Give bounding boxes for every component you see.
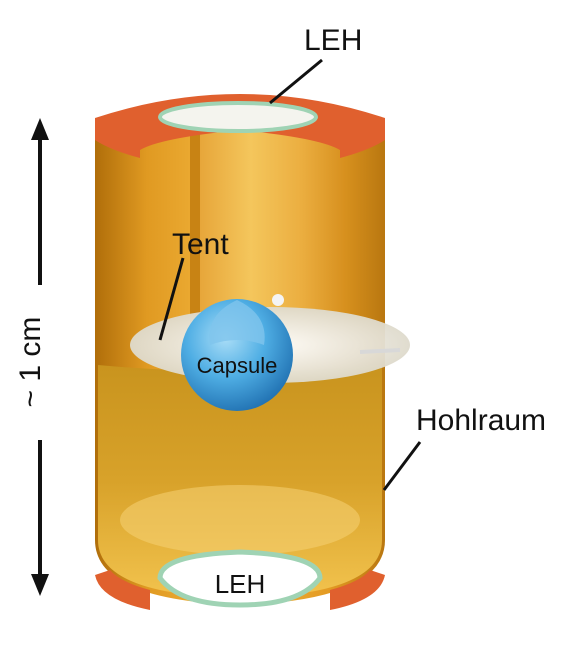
leh-bottom-opening (157, 549, 323, 608)
fill-tube (359, 348, 401, 354)
leh-bottom-cap (95, 570, 150, 610)
capsule-label: Capsule (197, 353, 278, 378)
capsule-sphere (181, 299, 293, 411)
tent-leader (158, 257, 185, 341)
fill-tube-ball (272, 294, 284, 306)
leh-bottom-label: LEH (215, 569, 266, 599)
dimension-label: ~ 1 cm (14, 317, 47, 408)
capsule-highlight (209, 300, 265, 345)
leh-bottom-cap-right (330, 570, 385, 610)
tent-label: Tent (172, 228, 229, 261)
interior-highlight (120, 485, 360, 555)
hohlraum-label: Hohlraum (416, 404, 546, 437)
leh-top-opening (158, 101, 318, 133)
leh-top-leader (269, 58, 323, 105)
hohlraum-leader (382, 441, 422, 491)
dimension-arrow (31, 118, 49, 596)
leh-top-label: LEH (304, 24, 362, 57)
